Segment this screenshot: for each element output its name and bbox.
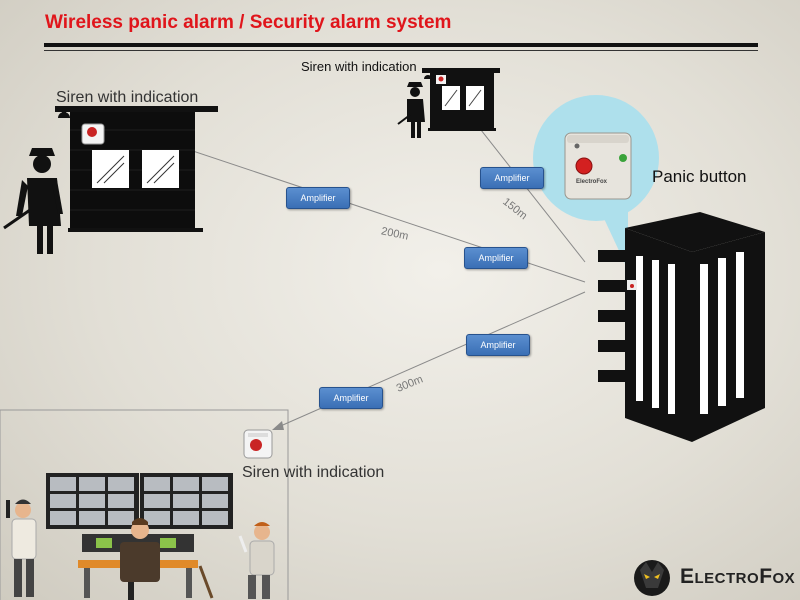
bottom-right-guard: [238, 522, 275, 599]
panic-button-label: Panic button: [652, 167, 747, 186]
bottom-left-guard: [6, 499, 37, 597]
right-building: [598, 212, 765, 442]
left-building: [55, 106, 218, 232]
title-rule-thin: [44, 50, 758, 51]
page-title: Wireless panic alarm / Security alarm sy…: [45, 12, 452, 33]
rifle: [198, 565, 214, 599]
amplifier-4: Amplifier: [466, 334, 530, 356]
siren-left-label: Siren with indication: [56, 89, 199, 106]
device-brand: ElectroFox: [576, 179, 608, 185]
brand-lectro: LECTRO: [694, 570, 760, 587]
amplifier-1: Amplifier: [286, 187, 350, 209]
electrofox-logo: [634, 560, 670, 596]
amplifier-2: Amplifier: [480, 167, 544, 189]
brand-wordmark: ELECTROFOX: [680, 565, 795, 589]
siren-top-label: Siren with indication: [301, 59, 417, 74]
control-room-border: [0, 409, 289, 600]
top-building: [422, 68, 500, 131]
brand-e: E: [680, 565, 695, 588]
title-rule: [44, 43, 758, 47]
amplifier-3: Amplifier: [464, 247, 528, 269]
monitor-wall: [46, 473, 233, 600]
brand-f: F: [759, 565, 773, 588]
top-guard: [397, 82, 425, 138]
bottom-siren-device: [243, 429, 273, 459]
siren-bottom-label: Siren with indication: [242, 464, 385, 481]
amplifier-5: Amplifier: [319, 387, 383, 409]
brand-ox: OX: [772, 570, 796, 587]
left-guard: [3, 148, 63, 254]
